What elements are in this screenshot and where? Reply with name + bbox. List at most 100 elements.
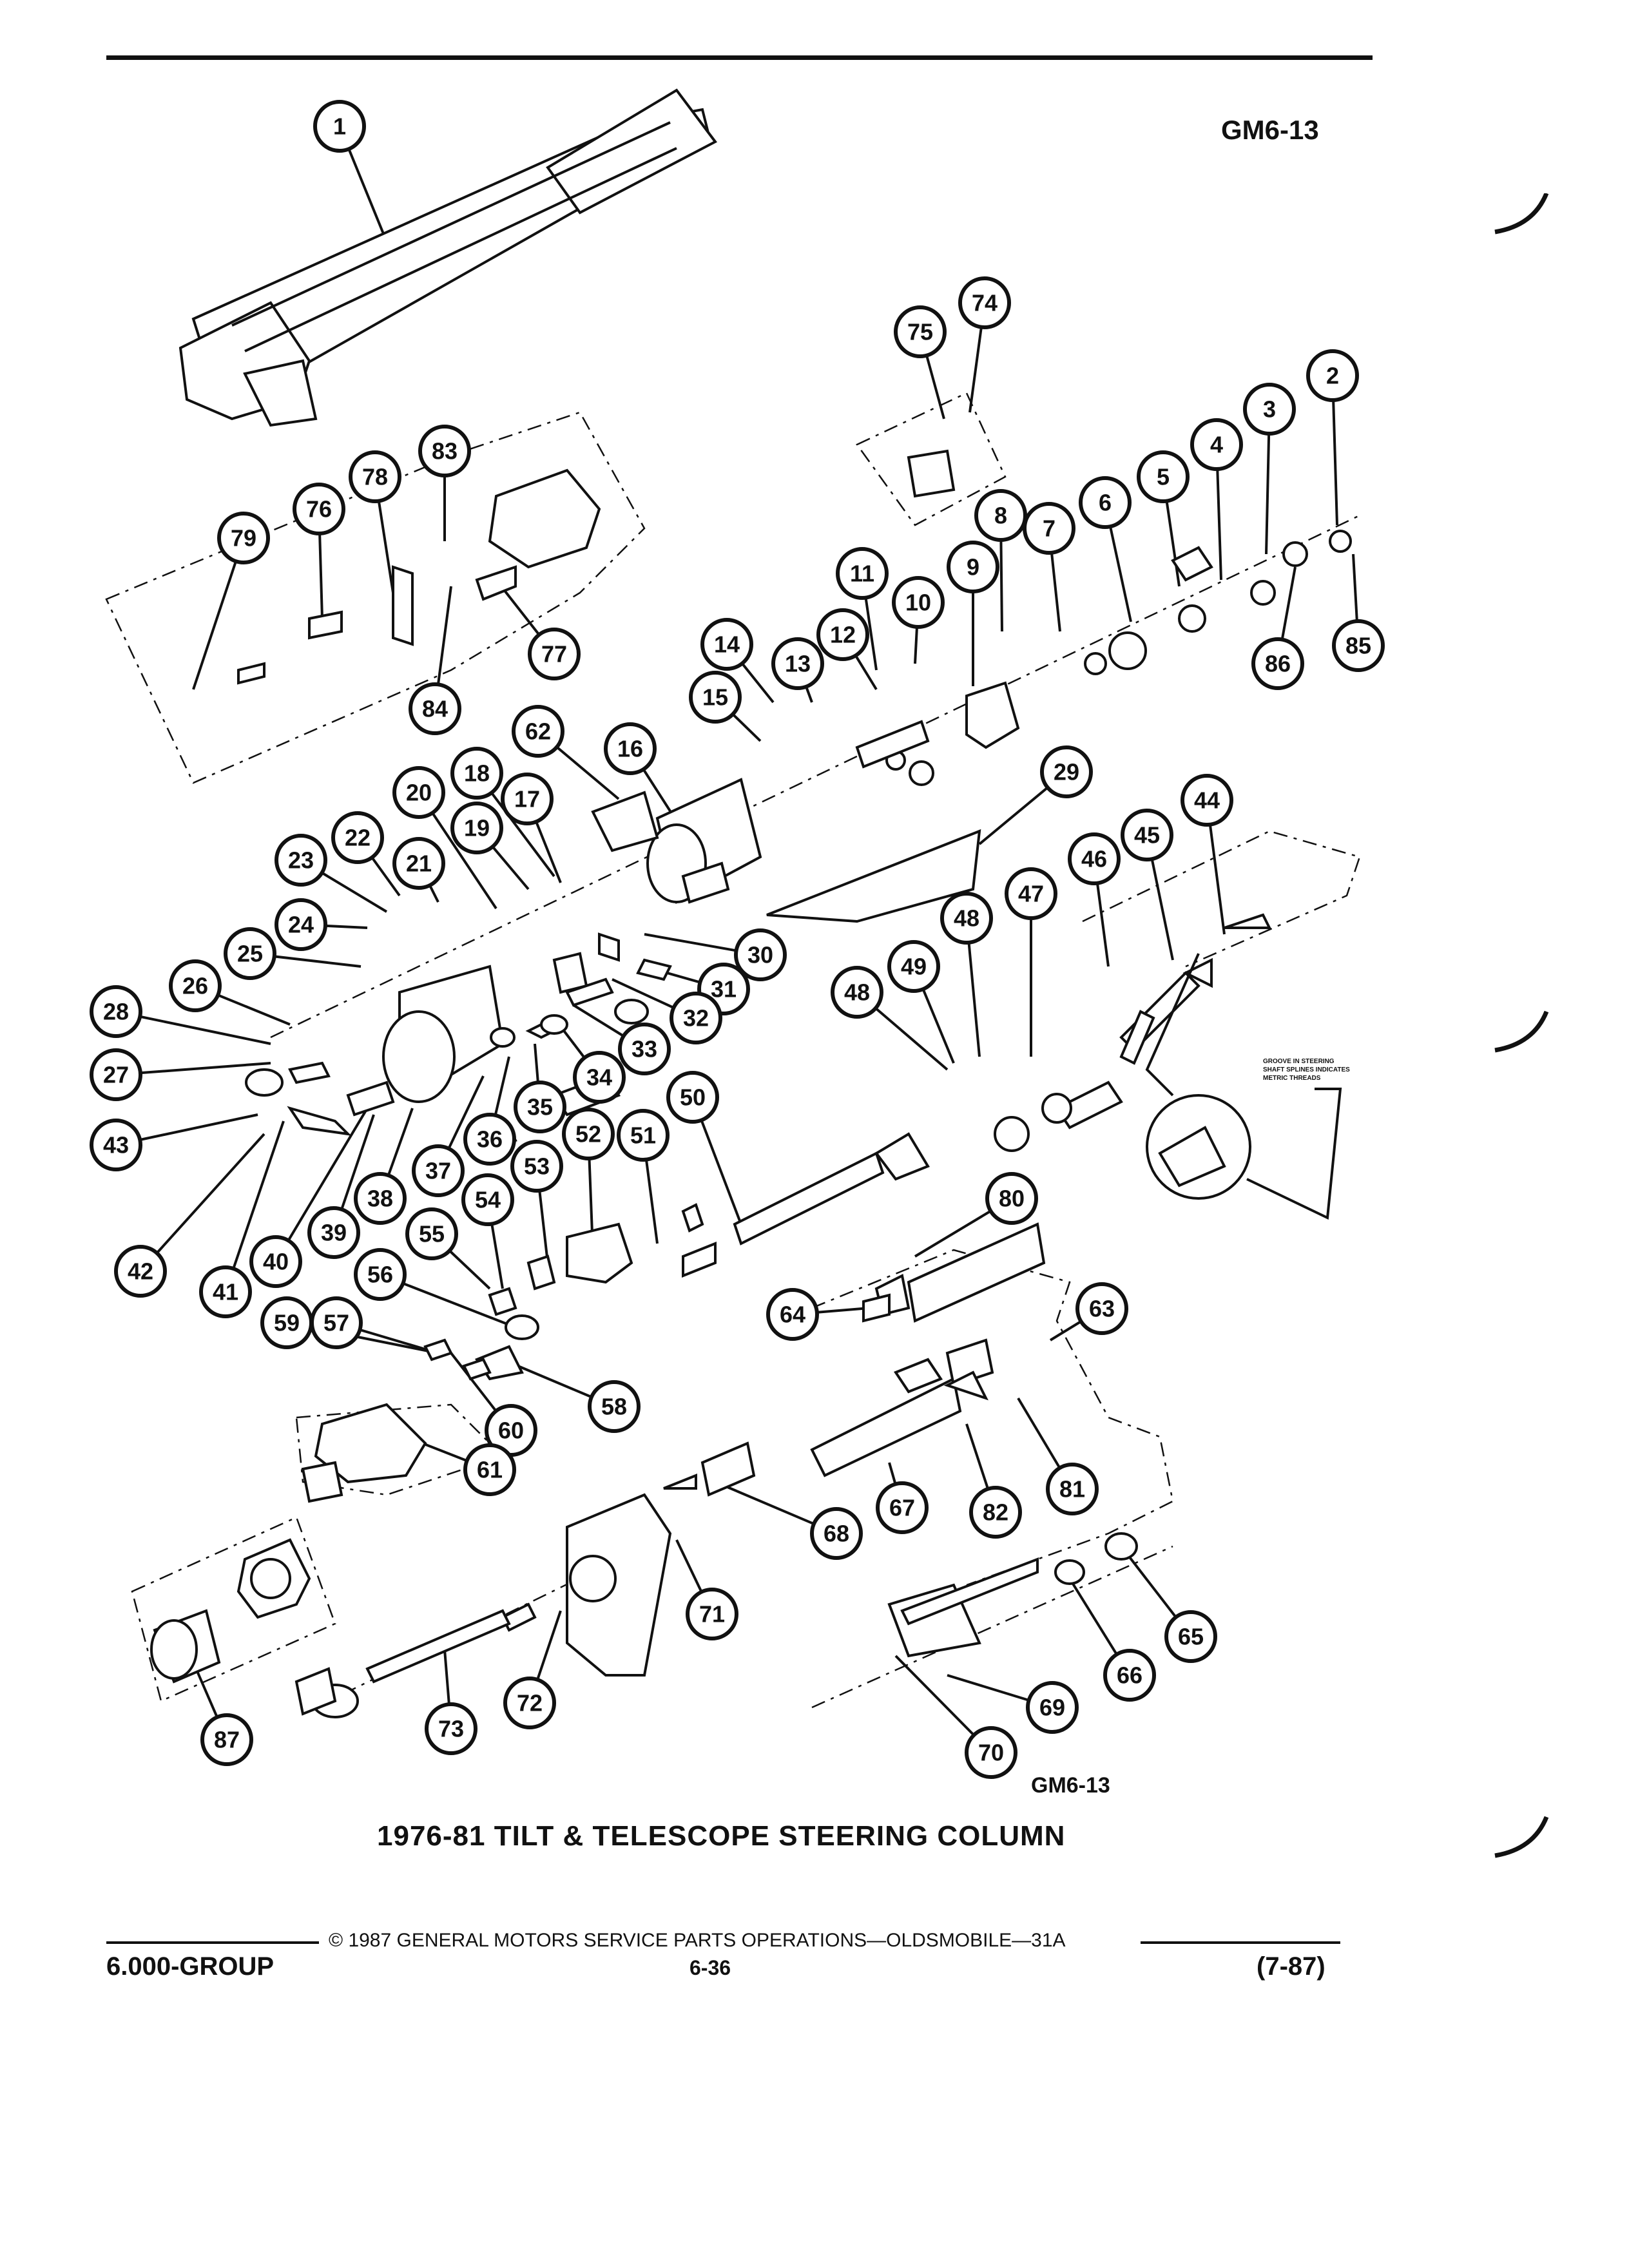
- callout-label-45: 45: [1134, 822, 1160, 849]
- callout-label-56: 56: [367, 1262, 393, 1288]
- callout-label-60: 60: [498, 1418, 524, 1444]
- callout-label-4: 4: [1210, 432, 1223, 458]
- callout-7: 7: [1023, 502, 1075, 555]
- figure-caption-code: GM6-13: [1031, 1773, 1110, 1798]
- top-rule: [106, 55, 1373, 60]
- callout-label-16: 16: [617, 736, 643, 762]
- callout-label-5: 5: [1157, 464, 1170, 490]
- callout-label-46: 46: [1081, 846, 1107, 872]
- callout-51: 51: [617, 1109, 670, 1162]
- callout-label-30: 30: [747, 942, 773, 968]
- callout-label-28: 28: [103, 999, 129, 1025]
- callout-label-48: 48: [954, 905, 979, 932]
- callout-37: 37: [412, 1144, 465, 1197]
- callout-64: 64: [766, 1288, 819, 1341]
- callout-40: 40: [249, 1235, 302, 1288]
- leader-line-41: [224, 1120, 285, 1293]
- callout-label-48: 48: [844, 979, 870, 1006]
- callout-45: 45: [1121, 809, 1173, 861]
- callout-54: 54: [461, 1173, 514, 1226]
- callout-label-14: 14: [714, 631, 740, 658]
- callout-13: 13: [771, 637, 824, 690]
- callout-85: 85: [1332, 619, 1385, 672]
- callout-label-19: 19: [464, 815, 490, 841]
- callout-label-58: 58: [601, 1394, 627, 1420]
- callout-81: 81: [1046, 1463, 1099, 1515]
- callout-1: 1: [313, 100, 366, 153]
- callout-label-35: 35: [527, 1094, 553, 1120]
- callout-15: 15: [689, 671, 742, 724]
- figure-title: 1976-81 TILT & TELESCOPE STEERING COLUMN: [377, 1820, 1066, 1852]
- callout-label-71: 71: [699, 1601, 725, 1628]
- callout-30: 30: [734, 928, 787, 981]
- callout-74: 74: [958, 276, 1011, 329]
- callout-label-24: 24: [288, 912, 314, 938]
- callout-26: 26: [169, 959, 222, 1012]
- upper-left-boundary: [105, 411, 646, 784]
- callout-62: 62: [512, 705, 564, 758]
- callout-label-15: 15: [702, 684, 728, 711]
- callout-60: 60: [485, 1404, 537, 1457]
- callout-38: 38: [354, 1172, 407, 1225]
- callout-label-31: 31: [711, 976, 737, 1003]
- shaft-axis-line: [270, 514, 1360, 1039]
- callout-label-17: 17: [514, 786, 540, 812]
- callout-58: 58: [588, 1380, 641, 1433]
- callout-label-8: 8: [994, 503, 1007, 529]
- callout-68: 68: [810, 1507, 863, 1560]
- callout-label-70: 70: [978, 1740, 1004, 1766]
- callout-35: 35: [514, 1081, 566, 1133]
- callout-82: 82: [969, 1486, 1022, 1539]
- callout-label-41: 41: [213, 1279, 238, 1305]
- callout-label-53: 53: [524, 1153, 550, 1180]
- callout-87: 87: [200, 1713, 253, 1766]
- callout-21: 21: [392, 837, 445, 890]
- switch-boundary: [295, 1403, 505, 1496]
- callout-label-1: 1: [333, 113, 346, 140]
- callout-label-74: 74: [972, 290, 998, 316]
- callout-24: 24: [275, 898, 327, 951]
- callout-label-27: 27: [103, 1062, 129, 1088]
- callout-label-83: 83: [432, 438, 458, 465]
- leader-line-40: [275, 1107, 369, 1263]
- callout-16: 16: [604, 722, 657, 775]
- callout-label-78: 78: [362, 464, 388, 490]
- callout-label-54: 54: [475, 1187, 501, 1213]
- callout-76: 76: [293, 483, 345, 535]
- callout-23: 23: [275, 834, 327, 887]
- callout-17: 17: [501, 773, 554, 825]
- metric-note-line-1: GROOVE IN STEERING: [1263, 1058, 1335, 1065]
- callout-72: 72: [503, 1677, 556, 1729]
- callout-57: 57: [310, 1296, 363, 1349]
- callout-label-85: 85: [1345, 633, 1371, 659]
- callout-10: 10: [892, 576, 945, 629]
- callout-41: 41: [199, 1265, 252, 1318]
- callout-43: 43: [90, 1119, 142, 1171]
- callout-32: 32: [670, 992, 722, 1044]
- callout-5: 5: [1137, 450, 1190, 503]
- callout-label-63: 63: [1089, 1296, 1115, 1322]
- callout-label-37: 37: [425, 1158, 451, 1184]
- callout-86: 86: [1251, 637, 1304, 690]
- lower-shaft-axis-line: [811, 1545, 1173, 1709]
- callout-label-36: 36: [477, 1126, 503, 1153]
- callout-label-20: 20: [406, 780, 432, 806]
- callout-label-42: 42: [128, 1258, 153, 1285]
- callout-78: 78: [349, 450, 401, 503]
- callout-label-40: 40: [263, 1249, 289, 1275]
- lock-housing-boundary: [131, 1516, 336, 1702]
- callout-label-47: 47: [1018, 881, 1044, 907]
- callout-19: 19: [450, 802, 503, 854]
- footer-copyright: © 1987 GENERAL MOTORS SERVICE PARTS OPER…: [329, 1930, 1066, 1951]
- callout-label-26: 26: [182, 973, 208, 999]
- callout-44: 44: [1181, 774, 1233, 827]
- callout-label-3: 3: [1263, 396, 1276, 423]
- callout-65: 65: [1164, 1610, 1217, 1663]
- callout-55: 55: [405, 1207, 458, 1260]
- callout-label-75: 75: [907, 319, 933, 345]
- shaft-boundary: [1082, 830, 1361, 968]
- callout-39: 39: [307, 1206, 360, 1259]
- callout-label-44: 44: [1194, 787, 1220, 814]
- callout-label-69: 69: [1039, 1695, 1065, 1721]
